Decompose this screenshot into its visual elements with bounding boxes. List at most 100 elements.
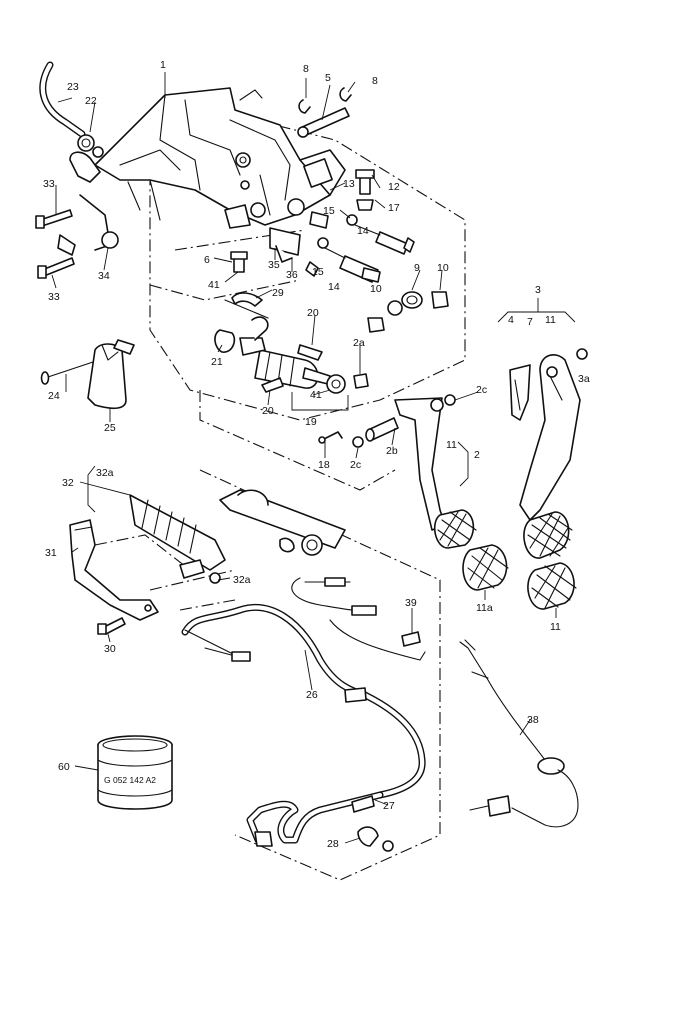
callout-11a: 11a — [476, 602, 493, 614]
switch-bracket — [269, 211, 329, 263]
callout-8: 8 — [303, 63, 309, 75]
callout-labels: 1 23 22 8 5 8 13 12 17 15 14 33 34 33 6 … — [43, 59, 590, 850]
leader-lines — [51, 72, 557, 844]
callout-27: 27 — [383, 800, 395, 812]
callout-24: 24 — [48, 390, 60, 402]
callout-1: 1 — [160, 59, 166, 71]
callout-14-upper: 14 — [357, 225, 369, 237]
callout-36: 36 — [286, 269, 298, 281]
callout-41-upper: 41 — [208, 279, 220, 291]
hose-thin-upper — [184, 629, 251, 662]
callout-13: 13 — [343, 178, 355, 190]
callout-2: 2 — [474, 449, 480, 461]
pedal-shaft — [297, 107, 350, 138]
callout-23: 23 — [67, 81, 79, 93]
callout-14-lower: 14 — [328, 281, 340, 293]
bracket-31 — [69, 519, 159, 621]
callout-3: 3 — [535, 284, 541, 296]
nut-3a — [576, 348, 588, 360]
callout-34: 34 — [98, 270, 110, 282]
pin-18 — [318, 431, 343, 444]
bolt-6 — [230, 251, 248, 273]
pedal-arm-2 — [352, 394, 456, 531]
callout-30: 30 — [104, 643, 116, 655]
callout-26: 26 — [306, 689, 318, 701]
bushing-10 — [367, 291, 449, 333]
bushing-9 — [401, 291, 423, 309]
pedal-brake — [519, 354, 581, 521]
assembly-outline-upper — [149, 109, 466, 491]
callout-12: 12 — [388, 181, 400, 193]
callout-33-lower: 33 — [48, 291, 60, 303]
callout-9: 9 — [414, 262, 420, 274]
pedal-bracket — [69, 87, 346, 229]
retaining-clip-left — [298, 99, 311, 114]
callout-18: 18 — [318, 459, 330, 471]
callout-21: 21 — [211, 356, 223, 368]
bolt-30 — [97, 617, 126, 635]
callout-22: 22 — [85, 95, 97, 107]
release-lever-bracket — [219, 489, 346, 556]
callout-19: 19 — [305, 416, 317, 428]
callout-11-top: 11 — [545, 314, 556, 326]
line-end-fitting — [254, 831, 273, 847]
slave-cylinder-32 — [129, 494, 226, 584]
pedal-pad-11 — [527, 562, 577, 610]
clip-29 — [231, 292, 263, 307]
clutch-switch-lower — [305, 237, 381, 283]
callout-8-right: 8 — [372, 75, 378, 87]
nut-2a — [353, 373, 369, 389]
callout-20-lower: 20 — [262, 405, 274, 417]
callout-10-right: 10 — [437, 262, 449, 274]
callout-41-lower: 41 — [310, 389, 322, 401]
bolt-12 — [355, 169, 375, 211]
callout-15-upper: 15 — [323, 205, 335, 217]
callout-17: 17 — [388, 202, 400, 214]
callout-15-lower: 15 — [312, 266, 324, 278]
callout-20-upper: 20 — [307, 307, 319, 319]
assembly-outline-lower — [94, 469, 441, 881]
callout-39: 39 — [405, 597, 417, 609]
callout-6: 6 — [204, 254, 210, 266]
brake-light-switch-upper — [346, 214, 415, 255]
callout-11-bottom: 11 — [550, 621, 561, 633]
grease-tin: G 052 142 A2 — [97, 735, 173, 810]
pedal-pad-brake — [523, 511, 573, 559]
clip-28 — [357, 826, 394, 852]
clutch-line-27 — [246, 791, 384, 844]
callout-25: 25 — [104, 422, 116, 434]
pedal-pad-11a — [462, 544, 509, 591]
callout-32a-lower: 32a — [233, 574, 251, 586]
callout-35: 35 — [268, 259, 280, 271]
clutch-master-cylinder — [214, 299, 346, 394]
callout-2c-lower: 2c — [350, 459, 361, 471]
bolt-33-upper — [35, 209, 73, 229]
callout-28: 28 — [327, 838, 339, 850]
callout-5: 5 — [325, 72, 331, 84]
callout-2c: 2c — [476, 384, 487, 396]
callout-3a: 3a — [578, 373, 590, 385]
clutch-line-26 — [181, 603, 426, 799]
sensor-cable-38 — [459, 639, 579, 828]
callout-33-upper: 33 — [43, 178, 55, 190]
callout-11-mid: 11 — [446, 439, 457, 451]
callout-7: 7 — [527, 316, 533, 328]
callout-29: 29 — [272, 287, 284, 299]
bracket-34 — [57, 194, 119, 256]
pedal-pad-accel — [433, 509, 477, 549]
hose-clamp — [77, 134, 104, 158]
vacuum-hose — [39, 61, 86, 138]
tin-label-text: G 052 142 A2 — [104, 775, 156, 785]
callout-2b: 2b — [386, 445, 398, 457]
callout-31: 31 — [45, 547, 57, 559]
bolt-20-upper — [297, 344, 323, 361]
bolt-33-lower — [37, 257, 75, 279]
hose-thin-39 — [291, 577, 426, 661]
retaining-clip-right — [339, 87, 352, 102]
callout-10-mid: 10 — [370, 283, 382, 295]
callout-32: 32 — [62, 477, 74, 489]
bracket-3-indicator — [497, 298, 576, 323]
callout-4: 4 — [508, 314, 514, 326]
